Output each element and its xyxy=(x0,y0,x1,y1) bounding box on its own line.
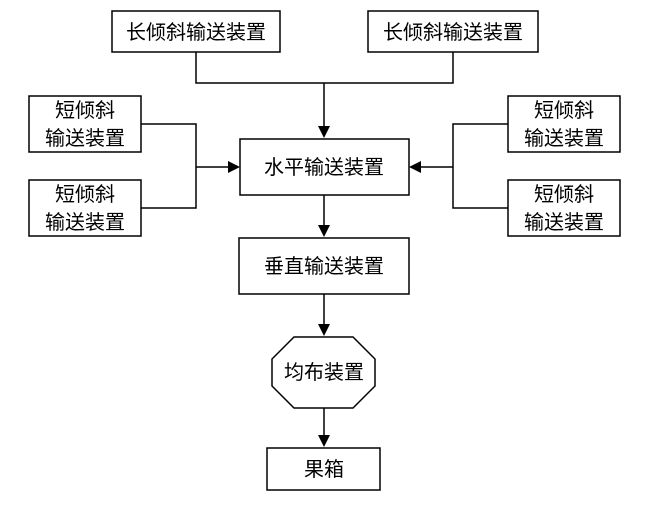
connector-short-left-bottom xyxy=(141,167,197,209)
node-long-incline-right-label: 长倾斜输送装置 xyxy=(383,20,523,44)
node-distributor-label: 均布装置 xyxy=(284,360,364,384)
connector-long-right xyxy=(324,52,454,84)
node-short-incline-right-bottom-line2: 输送装置 xyxy=(524,210,604,234)
connector-short-right-bottom xyxy=(452,167,508,209)
node-short-incline-right-top-line1: 短倾斜 xyxy=(534,98,594,122)
node-short-incline-right-bottom-line1: 短倾斜 xyxy=(534,182,594,206)
node-fruit-box-label: 果箱 xyxy=(304,457,344,481)
connector-long-left xyxy=(195,52,324,84)
arrowhead-down-vertical xyxy=(318,225,330,237)
node-short-incline-right-top-line2: 输送装置 xyxy=(524,126,604,150)
node-short-incline-right-top: 短倾斜 输送装置 xyxy=(507,95,621,153)
connector-short-right-top xyxy=(452,123,508,167)
node-horizontal-conveyor-label: 水平输送装置 xyxy=(264,155,384,179)
connectors xyxy=(141,52,508,447)
octagon-shape xyxy=(271,336,376,409)
connector-short-left-top xyxy=(141,123,197,167)
node-vertical-conveyor-label: 垂直输送装置 xyxy=(264,254,384,278)
node-short-incline-left-bottom-line2: 输送装置 xyxy=(45,210,125,234)
arrowhead-right-horizontal xyxy=(228,161,240,173)
node-short-incline-left-bottom-line1: 短倾斜 xyxy=(55,182,115,206)
node-short-incline-right-bottom: 短倾斜 输送装置 xyxy=(507,179,621,237)
node-short-incline-left-top: 短倾斜 输送装置 xyxy=(28,95,142,153)
arrowhead-left-horizontal xyxy=(409,161,421,173)
arrowhead-down-box xyxy=(318,435,330,447)
arrowhead-down-horizontal xyxy=(318,126,330,138)
node-horizontal-conveyor: 水平输送装置 xyxy=(239,138,410,196)
node-vertical-conveyor: 垂直输送装置 xyxy=(238,237,410,295)
node-short-incline-left-bottom: 短倾斜 输送装置 xyxy=(28,179,142,237)
arrowhead-down-distributor xyxy=(318,324,330,336)
node-fruit-box: 果箱 xyxy=(266,447,381,491)
node-long-incline-right: 长倾斜输送装置 xyxy=(367,10,539,53)
node-long-incline-left-label: 长倾斜输送装置 xyxy=(126,20,266,44)
node-short-incline-left-top-line2: 输送装置 xyxy=(45,126,125,150)
node-short-incline-left-top-line1: 短倾斜 xyxy=(55,98,115,122)
node-distributor: 均布装置 xyxy=(271,336,376,409)
node-long-incline-left: 长倾斜输送装置 xyxy=(111,10,281,53)
